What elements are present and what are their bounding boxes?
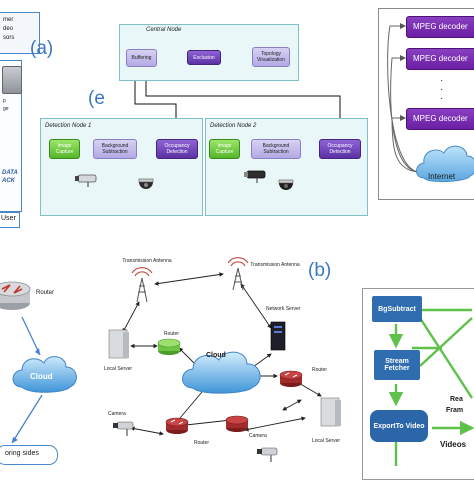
detection-node-1-panel: Detection Node 1 bbox=[40, 118, 203, 216]
camera-icon-2b bbox=[278, 179, 294, 190]
panel-b-graphics bbox=[108, 257, 341, 462]
panel-b-letter: (b) bbox=[308, 260, 332, 281]
background-subtraction-box-1: Background Subtraction bbox=[93, 139, 137, 159]
sensor-text-line-3: sors bbox=[3, 35, 15, 41]
internet-cloud-icon bbox=[416, 145, 474, 183]
router-label-bottom: Router bbox=[194, 440, 210, 446]
stream-fetcher-box: Stream Fetcher bbox=[374, 350, 420, 380]
data-label-2: ACK bbox=[2, 178, 15, 184]
panel-a-letter: (a) bbox=[30, 38, 54, 59]
cloud-label-left: Cloud bbox=[30, 372, 53, 381]
router-label-left: Router bbox=[36, 290, 55, 296]
local-server-label-left: Local Server bbox=[104, 366, 133, 372]
mpeg-connectors bbox=[387, 23, 419, 173]
antenna-label-right: Transmission Antenna bbox=[250, 262, 300, 268]
camera-icon-2a bbox=[244, 170, 266, 183]
antenna-label-left: Transmission Antenna bbox=[122, 258, 172, 264]
monitoring-sides-label: oring sides bbox=[5, 450, 39, 457]
router-label-right: Router bbox=[312, 367, 328, 373]
export-to-video-box: ExportTo Video bbox=[370, 410, 428, 442]
camera-icon-1b bbox=[138, 178, 154, 189]
background-subtraction-box-2: Background Subtraction bbox=[251, 139, 301, 159]
network-server-label: Network Server bbox=[266, 306, 301, 312]
exclusion-box: Exclusion bbox=[187, 50, 221, 65]
sensor-box: mer deo sors bbox=[0, 12, 40, 54]
mpeg-decoder-1: MPEG decoder bbox=[406, 16, 474, 38]
panel-e-letter: (e bbox=[88, 88, 105, 109]
rea-label: Rea bbox=[450, 396, 463, 403]
bgsubtract-box: BgSubtract bbox=[372, 296, 422, 322]
mpeg-ellipsis: · · · bbox=[440, 75, 444, 104]
buffering-box: Buffering bbox=[126, 49, 157, 67]
occupancy-detection-box-2: Occupancy Detection bbox=[319, 139, 361, 159]
local-server-label-right: Local Server bbox=[312, 438, 341, 444]
monitoring-sides-box: oring sides bbox=[0, 445, 58, 465]
flow-connectors bbox=[388, 308, 474, 466]
occupancy-detection-box-1: Occupancy Detection bbox=[156, 139, 198, 159]
internet-label: Internet bbox=[428, 172, 456, 181]
computer-icon bbox=[2, 66, 22, 94]
router-label-top: Router bbox=[164, 331, 180, 337]
sensor-text-line-2: deo bbox=[3, 26, 14, 32]
camera-label-left: Camera bbox=[108, 411, 126, 417]
fragment-ge: ge bbox=[3, 106, 9, 112]
image-capture-box-1: Image Capture bbox=[49, 139, 80, 159]
central-node-title: Central Node bbox=[146, 27, 182, 33]
cloud-label-center: Cloud bbox=[206, 352, 226, 359]
fram-label: Fram bbox=[446, 407, 464, 414]
detection-node-2-title: Detection Node 2 bbox=[210, 123, 257, 129]
detection-node-2-panel: Detection Node 2 bbox=[205, 118, 368, 216]
mpeg-decoder-3: MPEG decoder bbox=[406, 108, 474, 130]
image-capture-box-2: Image Capture bbox=[209, 139, 240, 159]
left-network-graphics bbox=[0, 281, 77, 444]
sensor-text-line-1: mer bbox=[3, 17, 14, 23]
camera-label-right: Camera bbox=[249, 433, 267, 439]
mpeg-decoder-2: MPEG decoder bbox=[406, 48, 474, 70]
topology-visualization-box: Topology Visualization bbox=[252, 47, 290, 67]
detection-node-1-title: Detection Node 1 bbox=[45, 123, 92, 129]
server-column bbox=[0, 60, 22, 212]
panel-a: mer deo sors (a) p ge DATA ACK User bbox=[0, 0, 60, 230]
videos-label: Videos bbox=[440, 440, 467, 449]
user-box: User bbox=[0, 212, 20, 228]
camera-icon-1a bbox=[75, 174, 97, 187]
user-label: User bbox=[1, 215, 16, 222]
fragment-p: p bbox=[3, 98, 6, 104]
data-label-1: DATA bbox=[2, 170, 18, 176]
